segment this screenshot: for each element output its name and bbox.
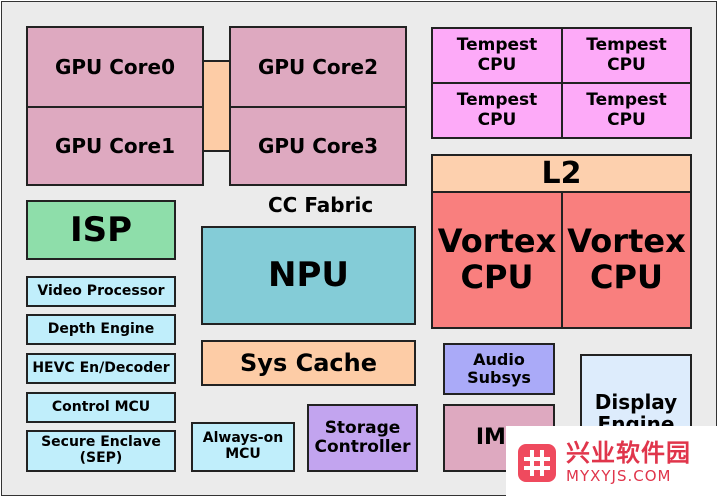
tempest-cpu-block: Tempest CPU: [561, 82, 692, 139]
gpu-core1-block: GPU Core1: [26, 106, 204, 186]
storage-controller-block: Storage Controller: [307, 404, 418, 472]
sys-cache-block: Sys Cache: [201, 340, 416, 386]
watermark: 兴业软件园 MYXYJS.COM: [506, 426, 720, 499]
tempest-cpu-block: Tempest CPU: [561, 27, 692, 84]
isp-block: ISP: [26, 200, 176, 260]
l2-cache-block: L2: [431, 154, 692, 193]
video-processor-block: Video Processor: [26, 276, 176, 307]
depth-engine-block: Depth Engine: [26, 314, 176, 345]
always-on-mcu-block: Always-on MCU: [191, 422, 295, 472]
hevc-block: HEVC En/Decoder: [26, 353, 176, 384]
secure-enclave-block: Secure Enclave (SEP): [26, 430, 176, 472]
audio-subsys-block: Audio Subsys: [443, 343, 555, 395]
cc-fabric-label: CC Fabric: [268, 193, 374, 217]
tempest-cpu-block: Tempest CPU: [431, 27, 563, 84]
vortex-cpu-block: Vortex CPU: [431, 191, 563, 329]
tempest-cpu-block: Tempest CPU: [431, 82, 563, 139]
npu-block: NPU: [201, 226, 416, 325]
gpu-core0-block: GPU Core0: [26, 26, 204, 108]
watermark-chinese-text: 兴业软件园: [566, 439, 691, 468]
gpu-core3-block: GPU Core3: [229, 106, 407, 186]
gpu-core2-block: GPU Core2: [229, 26, 407, 108]
vortex-cpu-block: Vortex CPU: [561, 191, 692, 329]
hash-logo-icon: [518, 443, 556, 482]
control-mcu-block: Control MCU: [26, 392, 176, 423]
watermark-url-text: MYXYJS.COM: [566, 466, 672, 485]
